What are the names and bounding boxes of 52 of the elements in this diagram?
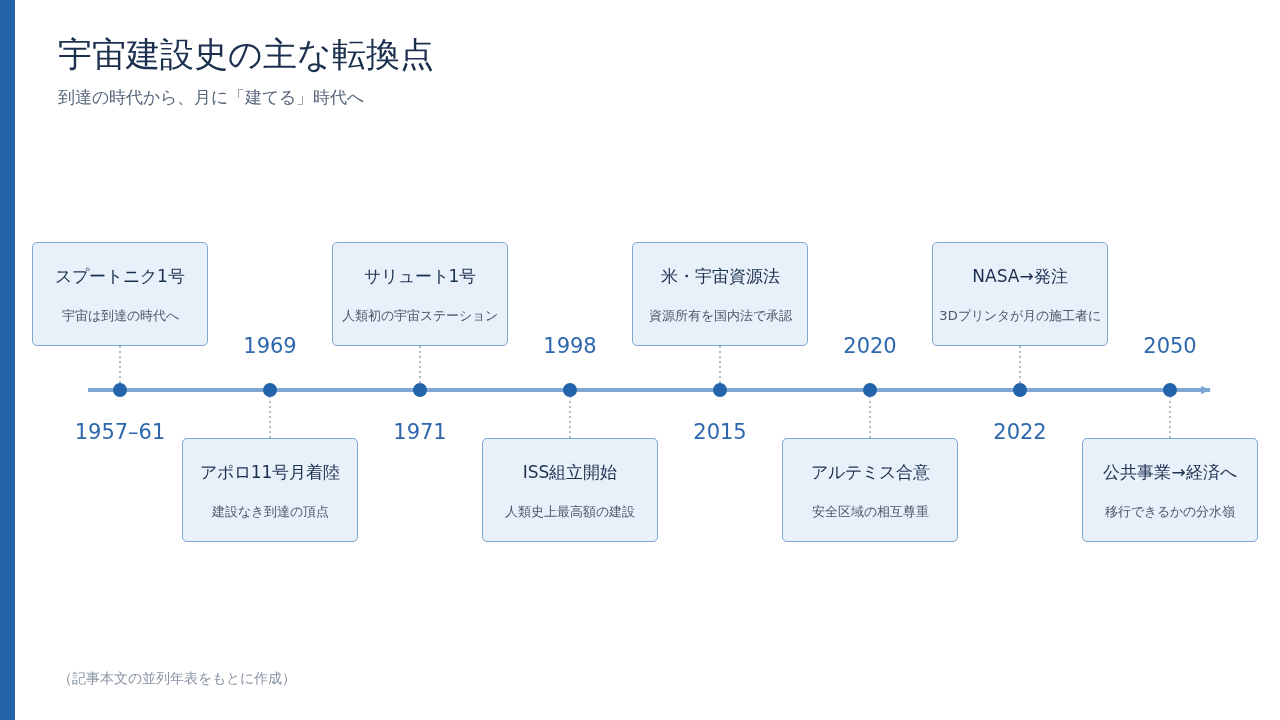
event-card xyxy=(782,438,958,542)
leader-line xyxy=(1169,396,1171,439)
event-description: 移行できるかの分水嶺 xyxy=(1104,503,1236,521)
event-card xyxy=(332,242,508,346)
event-title: アポロ11号月着陸 xyxy=(198,461,342,484)
event-title: NASA→発注 xyxy=(971,265,1069,288)
timeline-dot xyxy=(863,383,877,397)
event-card xyxy=(632,242,808,346)
source-note: （記事本文の並列年表をもとに作成） xyxy=(58,670,296,688)
leader-line xyxy=(1019,345,1021,384)
event-title: ISS組立開始 xyxy=(521,461,619,484)
leader-line xyxy=(869,396,871,439)
event-description: 資源所有を国内法で承認 xyxy=(647,307,793,325)
leader-line xyxy=(419,345,421,384)
year-label: 1969 xyxy=(242,334,298,358)
leader-line xyxy=(269,396,271,439)
event-card xyxy=(182,438,358,542)
year-label: 1957–61 xyxy=(73,420,167,444)
timeline-dot xyxy=(1163,383,1177,397)
event-description: 3Dプリンタが月の施工者に xyxy=(938,307,1102,325)
event-card xyxy=(1082,438,1258,542)
side-bar xyxy=(0,0,15,720)
event-title: 米・宇宙資源法 xyxy=(659,265,781,288)
year-label: 2020 xyxy=(842,334,898,358)
year-label: 2015 xyxy=(692,420,748,444)
title: 宇宙建設史の主な転換点 xyxy=(58,33,434,76)
event-description: 人類史上最高額の建設 xyxy=(504,503,636,521)
year-label: 2022 xyxy=(992,420,1048,444)
timeline-dot xyxy=(113,383,127,397)
leader-line xyxy=(569,396,571,439)
event-title: アルテミス合意 xyxy=(809,461,931,484)
event-description: 安全区域の相互尊重 xyxy=(810,503,930,521)
event-title: スプートニク1号 xyxy=(54,265,186,288)
year-label: 2050 xyxy=(1142,334,1198,358)
event-description: 宇宙は到達の時代へ xyxy=(60,307,180,325)
timeline-dot xyxy=(563,383,577,397)
event-card xyxy=(32,242,208,346)
event-title: サリュート1号 xyxy=(362,265,478,288)
timeline-dot xyxy=(1013,383,1027,397)
event-card xyxy=(932,242,1108,346)
subtitle: 到達の時代から、月に「建てる」時代へ xyxy=(58,86,364,109)
event-title: 公共事業→経済へ xyxy=(1102,461,1238,484)
timeline-dot xyxy=(263,383,277,397)
timeline-dot xyxy=(713,383,727,397)
event-description: 人類初の宇宙ステーション xyxy=(341,307,499,325)
event-description: 建設なき到達の頂点 xyxy=(210,503,330,521)
leader-line xyxy=(719,345,721,384)
event-card xyxy=(482,438,658,542)
year-label: 1998 xyxy=(542,334,598,358)
timeline-dot xyxy=(413,383,427,397)
year-label: 1971 xyxy=(392,420,448,444)
leader-line xyxy=(119,345,121,384)
